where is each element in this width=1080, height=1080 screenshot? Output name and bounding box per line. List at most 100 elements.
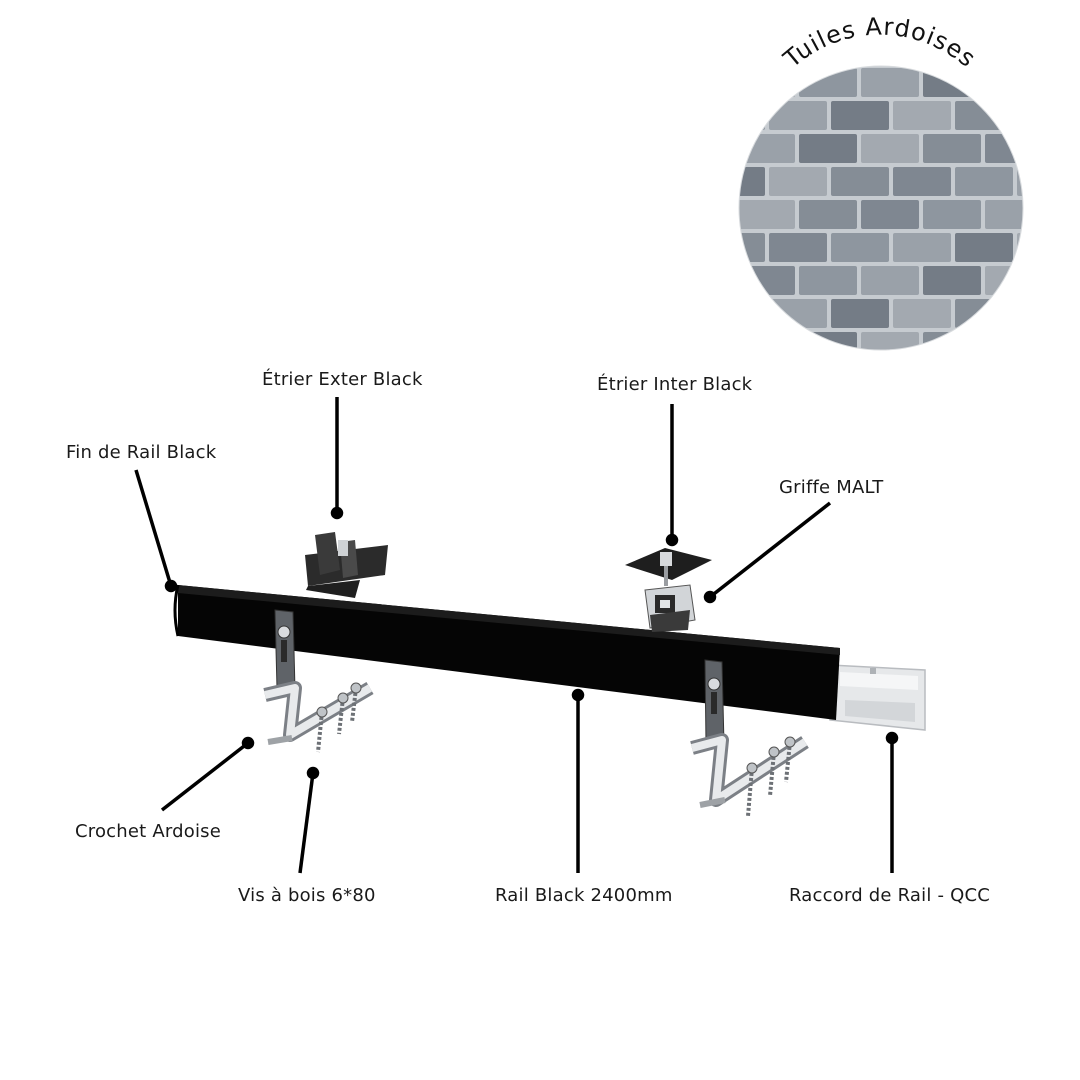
slate-tile (799, 398, 857, 427)
end-clamp (305, 532, 388, 598)
screw-shaft (337, 697, 345, 735)
slate-tile (985, 200, 1023, 229)
slate-tile (831, 365, 889, 394)
slate-tile (861, 398, 919, 427)
slate-tile (923, 134, 981, 163)
screw-shaft (784, 741, 792, 783)
slate-tile (1047, 266, 1080, 295)
slate-tile (1017, 101, 1023, 130)
slate-tile (799, 68, 857, 97)
slate-tile (799, 134, 857, 163)
slate-tile (831, 101, 889, 130)
slate-tile (739, 68, 795, 97)
label-fin-de-rail: Fin de Rail Black (66, 442, 217, 463)
slate-tile (893, 299, 951, 328)
label-raccord-de-rail: Raccord de Rail - QCC (789, 885, 990, 906)
griffe-malt (644, 584, 696, 632)
slate-tile (893, 101, 951, 130)
label-etrier-inter: Étrier Inter Black (597, 374, 753, 395)
slate-tile (769, 233, 827, 262)
label-rail-black: Rail Black 2400mm (495, 885, 673, 906)
slate-tile (861, 266, 919, 295)
screw-shaft (350, 687, 358, 723)
screw-head (784, 736, 796, 748)
slate-tile (893, 365, 951, 394)
slate-tile (923, 332, 981, 350)
screw-shaft (746, 767, 754, 817)
slate-tile (831, 233, 889, 262)
screw-head (768, 746, 780, 758)
leader-dot-raccord-de-rail (885, 731, 899, 745)
leader-dot-rail-black (571, 688, 585, 702)
leader-dot-fin-de-rail (164, 579, 178, 593)
slate-tile (831, 167, 889, 196)
slate-tile (831, 299, 889, 328)
slate-tile (861, 68, 919, 97)
slate-tile (769, 167, 827, 196)
slate-tile (737, 398, 795, 427)
slate-tile (1047, 398, 1080, 427)
slate-tile (861, 332, 919, 350)
slate-tile (739, 299, 765, 328)
slate-tile (1047, 134, 1080, 163)
slate-tile (799, 266, 857, 295)
slate-tile (1017, 365, 1075, 394)
leader-dot-vis-a-bois (306, 766, 320, 780)
mid-clamp (625, 548, 712, 586)
slate-tile (893, 233, 951, 262)
rail-black (173, 584, 840, 720)
slate-tile (955, 365, 1013, 394)
vis-a-bois-left (316, 682, 362, 753)
slate-tile (1047, 200, 1080, 229)
rail-connector-qcc (829, 664, 926, 731)
slate-tile (985, 332, 1023, 350)
slate-tile (739, 332, 795, 350)
slate-tile (739, 134, 795, 163)
screw-shaft (768, 751, 776, 797)
label-etrier-exter: Étrier Exter Black (262, 369, 423, 390)
slate-tile (769, 101, 827, 130)
screw-head (316, 706, 328, 718)
slate-tile (769, 365, 827, 394)
slate-tile (923, 68, 981, 97)
slate-tile (739, 167, 765, 196)
slate-tile (955, 167, 1013, 196)
slate-tile (955, 101, 1013, 130)
slate-tile (955, 233, 1013, 262)
label-vis-a-bois: Vis à bois 6*80 (238, 885, 376, 906)
title-arc: Tuiles Ardoises (778, 13, 982, 74)
screw-head (746, 762, 758, 774)
slate-tile (739, 233, 765, 262)
leader-dot-etrier-exter (330, 506, 344, 520)
leader-dot-etrier-inter (665, 533, 679, 547)
screw-shaft (316, 711, 324, 753)
leader-fin-de-rail (134, 469, 173, 587)
slate-tile (1017, 299, 1023, 328)
leader-crochet-ardoise (160, 741, 250, 812)
vis-a-bois-right (746, 736, 796, 817)
slate-tile (739, 101, 765, 130)
slate-tile (1047, 68, 1080, 97)
slate-tile (1017, 167, 1023, 196)
slate-tile (861, 200, 919, 229)
screw-head (337, 692, 349, 704)
leader-lines (134, 397, 899, 874)
leader-dot-griffe-malt (703, 590, 717, 604)
slate-tile (923, 266, 981, 295)
slate-tile (1047, 332, 1080, 361)
crochet-ardoise-right (690, 659, 809, 808)
slate-tile (985, 68, 1023, 97)
slate-tile (1017, 233, 1023, 262)
slate-tile (739, 200, 795, 229)
crochet-ardoise-left (263, 609, 374, 745)
slate-tile (923, 398, 981, 427)
slate-tile (985, 398, 1043, 427)
label-crochet-ardoise: Crochet Ardoise (75, 821, 222, 842)
slate-tile (923, 200, 981, 229)
label-griffe-malt: Griffe MALT (779, 477, 884, 498)
slate-tile (861, 134, 919, 163)
leader-dot-crochet-ardoise (241, 736, 255, 750)
leader-griffe-malt (708, 501, 832, 599)
